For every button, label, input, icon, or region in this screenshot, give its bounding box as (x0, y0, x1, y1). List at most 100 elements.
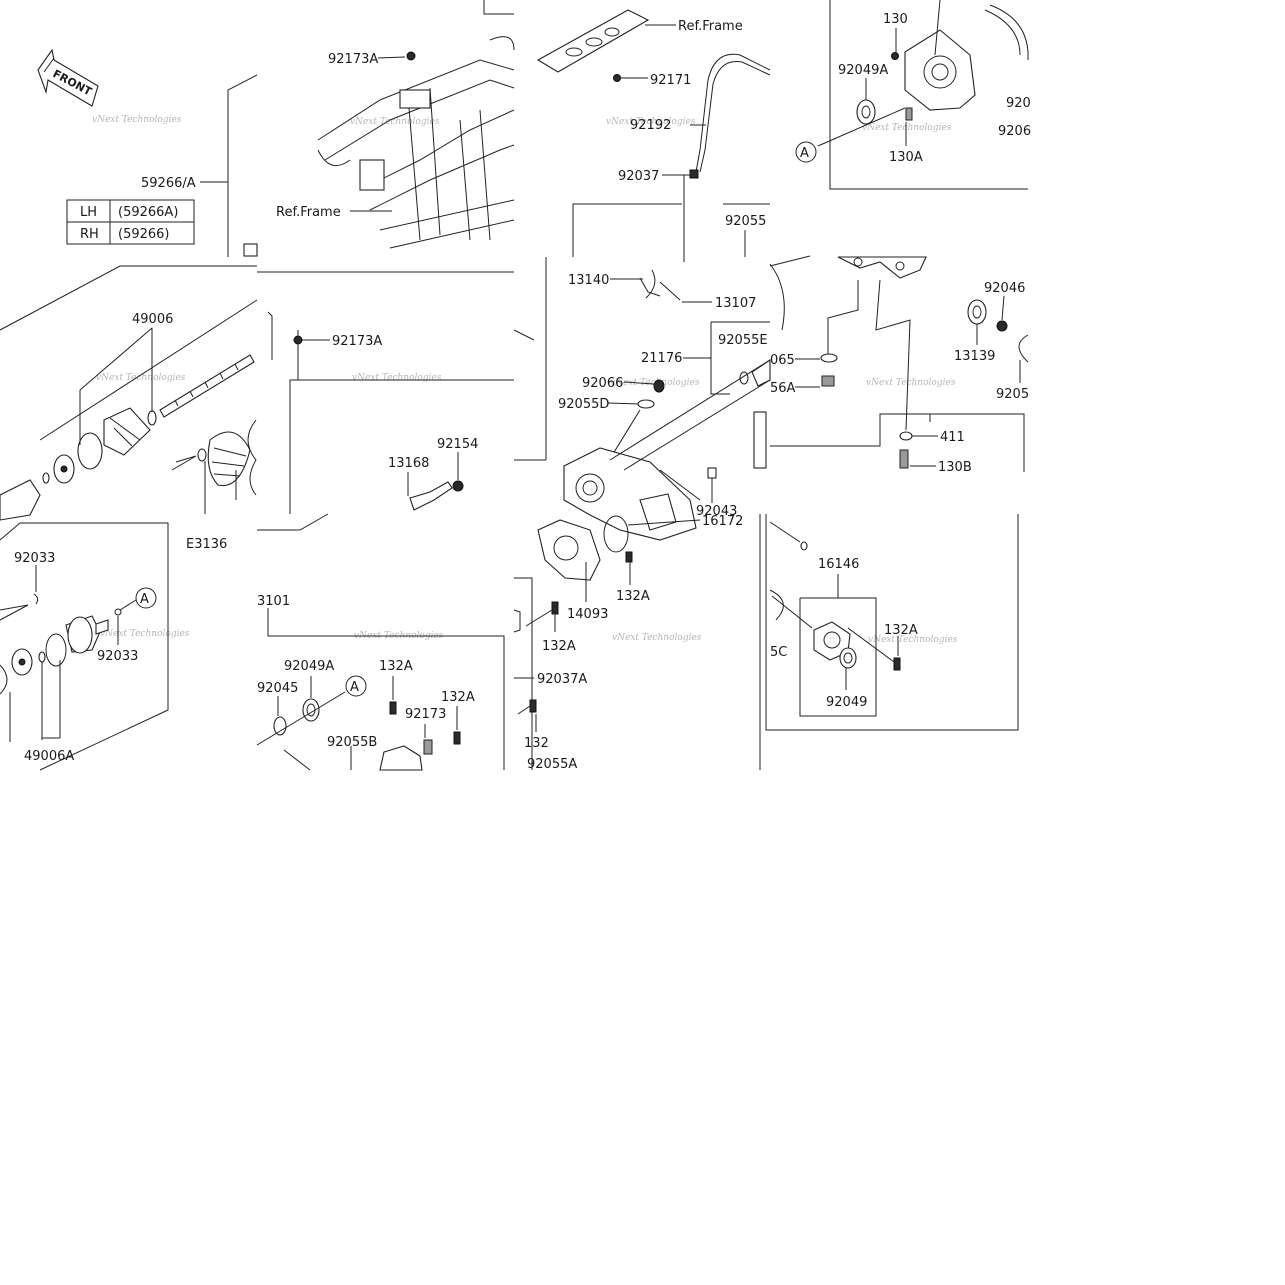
label-92173a-mid: 92173A (332, 334, 382, 349)
clip-92033-left (33, 593, 39, 605)
label-92037: 92037 (618, 169, 659, 184)
seal-92049a-low (302, 698, 320, 722)
label-92049a-top: 92049A (838, 63, 888, 78)
label-92049: 92049 (826, 695, 867, 710)
callout-a-low-letter: A (350, 680, 359, 695)
label-92192: 92192 (630, 118, 671, 133)
label-92033-right: 92033 (97, 649, 138, 664)
label-16146: 16146 (818, 557, 859, 572)
code-lh: (59266A) (118, 205, 178, 220)
label-92055a: 92055A (527, 757, 577, 772)
label-59266a: 59266/A (141, 176, 196, 191)
front-arrow: FRONT (37, 48, 99, 107)
bolt-132a-low1 (389, 701, 397, 715)
bolt-92171 (613, 74, 621, 82)
watermark: vNext Technologies (350, 117, 440, 127)
shaft-13107 (659, 281, 681, 301)
callout-a-top-letter: A (800, 146, 809, 161)
label-16172: 16172 (702, 514, 743, 529)
label-92046: 92046 (984, 281, 1025, 296)
watermark: vNext Technologies (612, 633, 702, 643)
label-49006a: 49006A (24, 749, 74, 764)
oring-16172 (603, 515, 629, 553)
bearing-housing-14093 (537, 519, 601, 581)
label-13140: 13140 (568, 273, 609, 288)
bolt-130a (905, 107, 913, 121)
cover-lower (379, 745, 423, 771)
gear-case (563, 359, 771, 541)
watermark: vNext Technologies (100, 629, 190, 639)
vent-hose (695, 53, 771, 173)
label-92173: 92173 (405, 707, 446, 722)
label-92055e: 92055E (718, 333, 768, 348)
label-ref-frame-right: Ref.Frame (678, 19, 743, 34)
label-132: 132 (524, 736, 549, 751)
oring-small (800, 541, 808, 551)
label-130a: 130A (889, 150, 923, 165)
seal-92049a (856, 99, 876, 125)
label-e3136: E3136 (186, 537, 227, 552)
label-132a-low1: 132A (379, 659, 413, 674)
label-13107: 13107 (715, 296, 756, 311)
watermark: vNext Technologies (96, 373, 186, 383)
label-9206-cut: 9206 (998, 124, 1031, 139)
watermark: vNext Technologies (352, 373, 442, 383)
watermark: vNext Technologies (862, 123, 952, 133)
label-13139: 13139 (954, 349, 995, 364)
bolt-132a-low2 (453, 731, 461, 745)
seal-92045 (273, 716, 287, 736)
side-rh: RH (80, 227, 99, 242)
label-132a-bottom: 132A (542, 639, 576, 654)
label-56a-cut: 56A (770, 381, 796, 396)
bracket-plate (536, 9, 650, 73)
inner-cv-joint (0, 615, 109, 695)
label-132a-center: 132A (616, 589, 650, 604)
bolt-130 (891, 52, 899, 60)
bolt-132 (529, 699, 537, 713)
frame-drawing (317, 36, 515, 249)
drive-shaft (0, 354, 255, 521)
plug-92046 (996, 320, 1008, 332)
watermark: vNext Technologies (868, 635, 958, 645)
plug-56a (821, 375, 835, 387)
callout-a-left (135, 587, 157, 609)
case-upper-right (837, 256, 927, 279)
bolt-132a-right (893, 657, 901, 671)
bolt-132a-bottom (551, 601, 559, 615)
label-92066: 92066 (582, 376, 623, 391)
label-132a-right: 132A (884, 623, 918, 638)
callout-a-left-letter: A (140, 592, 149, 607)
callout-a-top (795, 141, 817, 163)
side-lh: LH (80, 205, 97, 220)
pin (513, 329, 535, 341)
clamp-92037 (689, 169, 699, 179)
label-92055d: 92055D (558, 397, 609, 412)
label-49006: 49006 (132, 312, 173, 327)
callout-a-low (345, 675, 367, 697)
oring-5c (769, 589, 784, 621)
watermark: vNext Technologies (92, 115, 182, 125)
label-130b: 130B (938, 460, 972, 475)
label-130: 130 (883, 12, 908, 27)
label-92043: 92043 (696, 504, 737, 519)
washer-411 (899, 431, 913, 441)
shift-lever (409, 480, 464, 511)
label-13168: 13168 (388, 456, 429, 471)
label-21176: 21176 (641, 351, 682, 366)
label-92055: 92055 (725, 214, 766, 229)
shift-fork (639, 277, 661, 297)
stud-92173 (423, 739, 433, 755)
side-code-table: LH (59266A) RH (59266) (66, 199, 195, 245)
label-065-cut: 065 (770, 353, 795, 368)
rear-cover (904, 4, 1029, 111)
label-3101-cut: 3101 (257, 594, 290, 609)
label-92049a-low: 92049A (284, 659, 334, 674)
label-92173a-top: 92173A (328, 52, 378, 67)
nut-92173a (406, 51, 416, 61)
code-rh: (59266) (118, 227, 170, 242)
seal-92049 (839, 647, 857, 669)
label-92171: 92171 (650, 73, 691, 88)
label-132a-low2: 132A (441, 690, 475, 705)
clip-92033-right (114, 608, 122, 616)
